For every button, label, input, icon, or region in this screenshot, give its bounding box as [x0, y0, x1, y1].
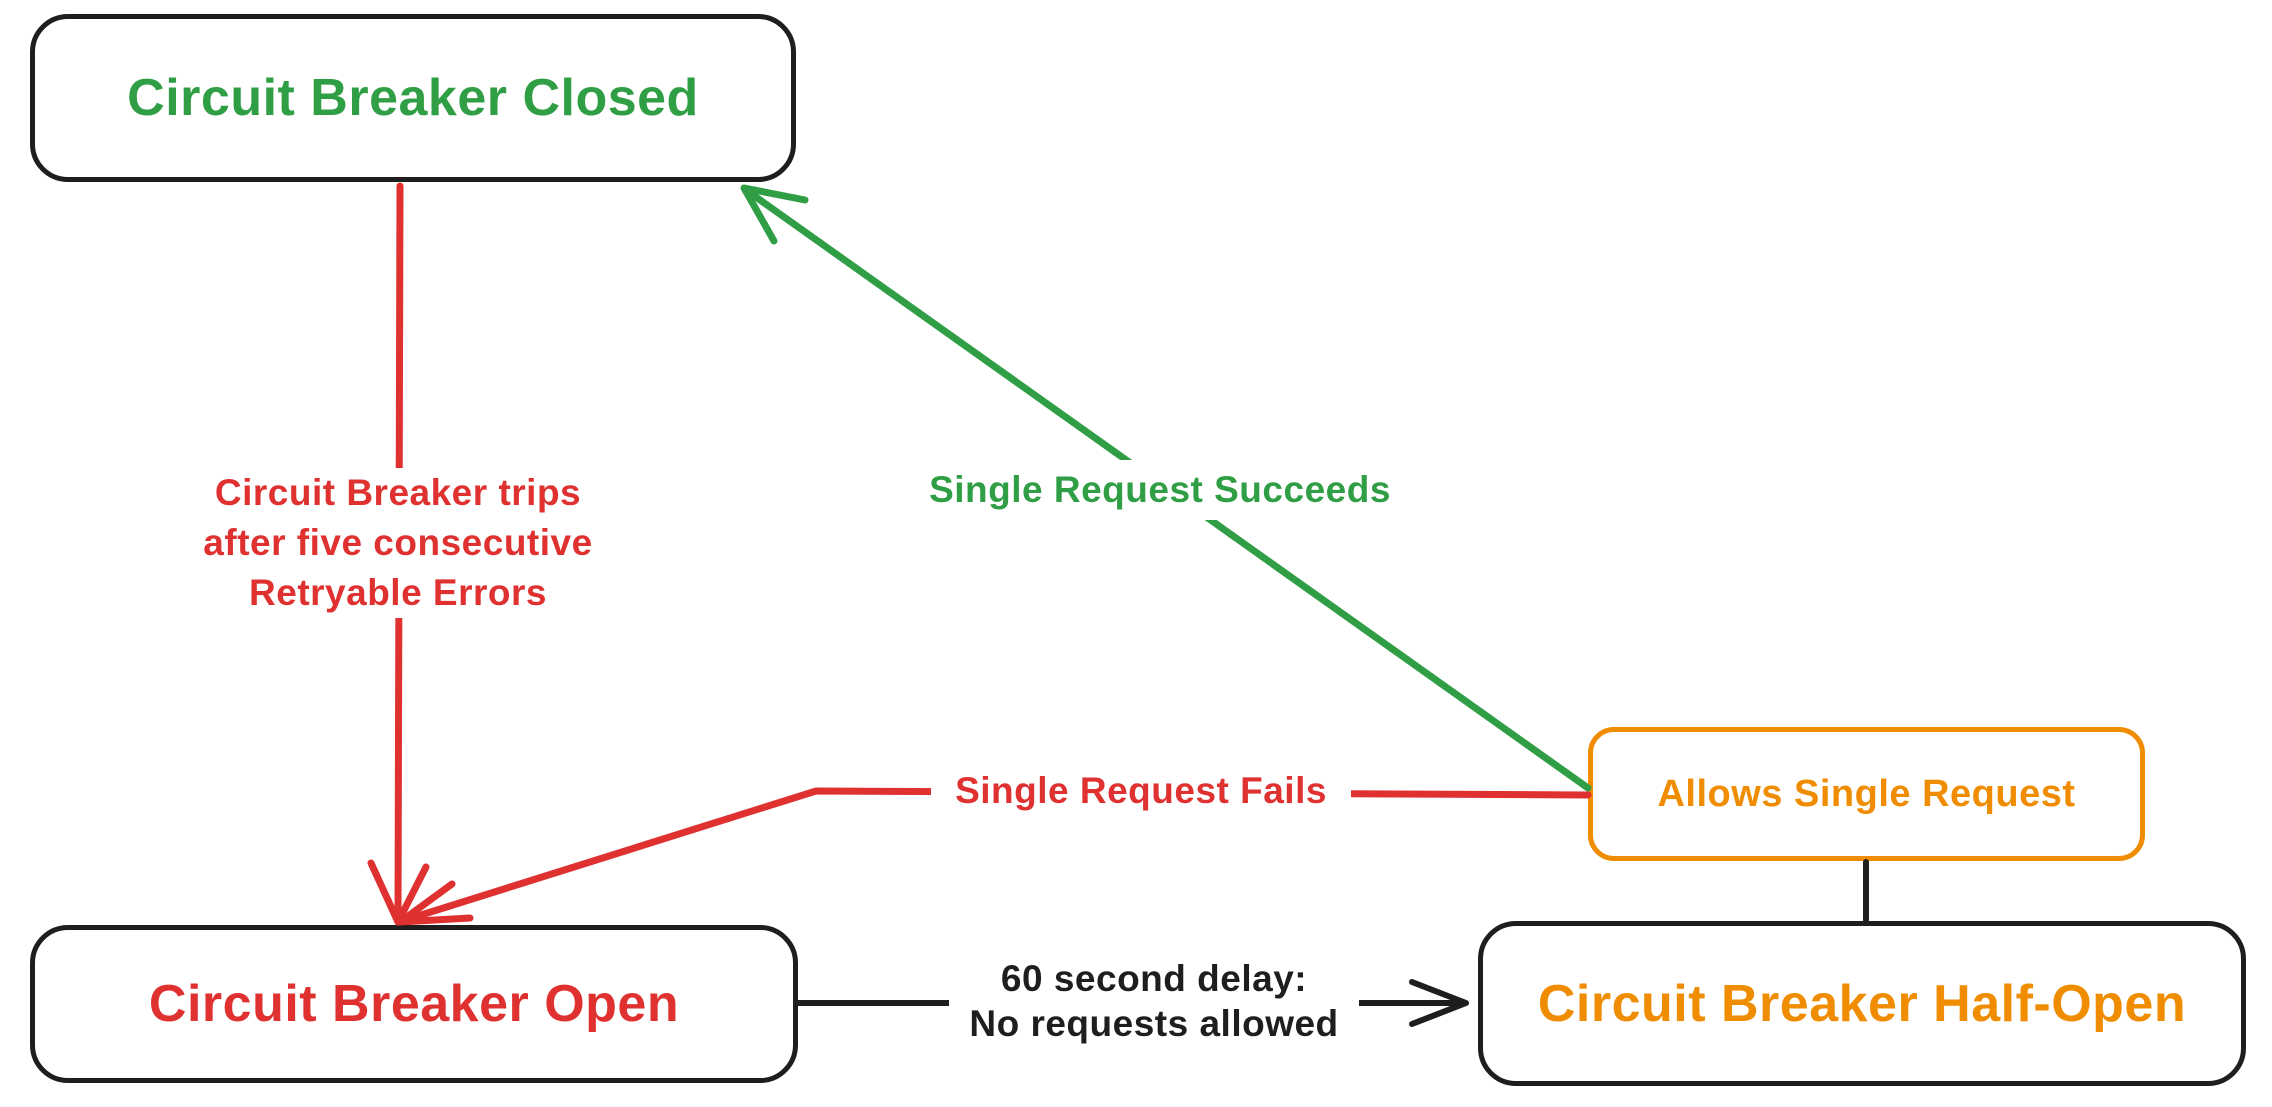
- fails-edge-label: Single Request Fails: [931, 762, 1351, 820]
- trip-edge-label-line2: after five consecutive: [203, 522, 593, 563]
- succeeds-edge-label: Single Request Succeeds: [910, 460, 1410, 520]
- state-label-closed: Circuit Breaker Closed: [127, 69, 699, 127]
- fails-arrowhead-icon: [396, 880, 474, 926]
- trip-edge-label-line1: Circuit Breaker trips: [214, 472, 582, 513]
- state-label-open: Circuit Breaker Open: [148, 975, 680, 1033]
- state-label-half-open: Circuit Breaker Half-Open: [1537, 974, 2187, 1033]
- state-label-allows-single-request: Allows Single Request: [1657, 772, 2076, 815]
- trip-edge-label-line3: Retryable Errors: [249, 572, 547, 613]
- delay-arrowhead-icon: [1409, 979, 1469, 1027]
- trip-arrowhead-icon: [367, 859, 430, 926]
- state-node-open: Circuit Breaker Open: [30, 925, 798, 1083]
- delay-edge-label: 60 second delay: No requests allowed: [949, 956, 1359, 1046]
- delay-edge-label-line2: No requests allowed: [969, 1003, 1339, 1044]
- state-node-half-open: Circuit Breaker Half-Open: [1478, 921, 2246, 1086]
- state-node-closed: Circuit Breaker Closed: [30, 14, 796, 182]
- state-node-allows-single-request: Allows Single Request: [1588, 727, 2145, 861]
- succeeds-arrowhead-icon: [740, 184, 809, 245]
- trip-edge-label: Circuit Breaker trips after five consecu…: [168, 468, 628, 618]
- delay-edge-label-line1: 60 second delay:: [1000, 958, 1308, 999]
